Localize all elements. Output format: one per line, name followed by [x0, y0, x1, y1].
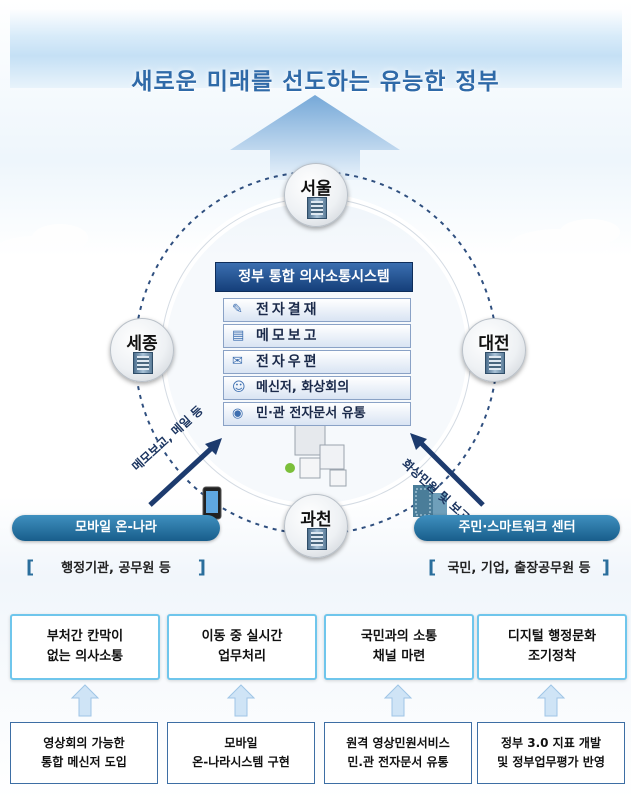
- cloud-right-icon: [510, 219, 620, 261]
- system-item-label: 민·관 전자문서 유통: [256, 406, 366, 421]
- city-node-daejeon[interactable]: 대전: [462, 318, 526, 382]
- system-item-label: 메모보고: [256, 328, 320, 344]
- channel-smartwork[interactable]: 주민·스마트워크 센터: [414, 515, 620, 541]
- system-item-label: 메신저, 화상회의: [256, 380, 350, 395]
- approval-icon: ✎: [232, 302, 243, 317]
- office-building-icon: [413, 485, 447, 517]
- system-title: 정부 통합 의사소통시스템: [215, 262, 413, 292]
- system-item-approval[interactable]: ✎ 전자결재: [223, 298, 411, 322]
- mail-icon: ✉: [232, 354, 243, 369]
- city-label-daejeon: 대전: [478, 334, 510, 354]
- system-item-document[interactable]: ◉ 민·관 전자문서 유통: [223, 402, 411, 426]
- system-item-messenger[interactable]: ☺ 메신저, 화상회의: [223, 376, 411, 400]
- building-icon: [133, 352, 153, 374]
- decor-layer: [0, 95, 620, 264]
- memo-icon: ▤: [232, 328, 245, 343]
- city-label-sejong: 세종: [126, 334, 158, 354]
- users-right: [ 국민, 기업, 출장공무원 등 ]: [424, 556, 614, 582]
- up-arrow-icon: [70, 684, 100, 717]
- building-icon: [307, 528, 327, 550]
- action-box: 원격 영상민원서비스 민.관 전자문서 유통: [324, 722, 472, 784]
- up-arrow-icon: [226, 684, 256, 717]
- page-title: 새로운 미래를 선도하는 유능한 정부: [131, 69, 500, 95]
- users-right-label: 국민, 기업, 출장공무원 등: [447, 561, 591, 576]
- cloud-left-icon: [0, 224, 88, 264]
- messenger-icon: ☺: [232, 380, 246, 395]
- outcome-box: 국민과의 소통 채널 마련: [324, 614, 474, 680]
- up-arrows-row: [70, 684, 566, 717]
- building-icon: [307, 197, 327, 219]
- bracket-open: [: [428, 557, 437, 578]
- action-box: 모바일 온-나라시스템 구현: [167, 722, 315, 784]
- up-arrow-icon: [230, 95, 400, 180]
- users-left: [ 행정기관, 공무원 등 ]: [22, 556, 210, 582]
- system-item-mail[interactable]: ✉ 전자우편: [223, 350, 411, 374]
- users-left-label: 행정기관, 공무원 등: [61, 561, 171, 576]
- arrow-right-diagonal: [416, 438, 485, 507]
- city-label-gwacheon: 과천: [300, 510, 332, 530]
- up-arrow-icon: [383, 684, 413, 717]
- bracket-close: ]: [197, 557, 206, 578]
- outcome-box: 이동 중 실시간 업무처리: [167, 614, 317, 680]
- document-icon: ◉: [232, 406, 244, 421]
- system-item-label: 전자결재: [256, 302, 320, 318]
- arrow-left-diagonal: [148, 443, 217, 507]
- city-node-seoul[interactable]: 서울: [284, 163, 348, 227]
- up-arrow-icon: [536, 684, 566, 717]
- city-node-sejong[interactable]: 세종: [110, 318, 174, 382]
- city-label-seoul: 서울: [300, 179, 332, 199]
- system-item-memo[interactable]: ▤ 메모보고: [223, 324, 411, 348]
- bracket-close: ]: [601, 557, 610, 578]
- action-box: 영상회의 가능한 통합 메신저 도입: [10, 722, 158, 784]
- banner-background: [10, 8, 622, 88]
- outcome-box: 디지털 행정문화 조기정착: [477, 614, 627, 680]
- action-box: 정부 3.0 지표 개발 및 정부업무평가 반영: [477, 722, 625, 784]
- cubes-icon: [285, 424, 347, 487]
- system-item-label: 전자우편: [256, 354, 320, 370]
- city-node-gwacheon[interactable]: 과천: [284, 494, 348, 558]
- bracket-open: [: [26, 557, 35, 578]
- building-icon: [485, 352, 505, 374]
- channel-mobile[interactable]: 모바일 온-나라: [12, 515, 220, 541]
- outcome-box: 부처간 칸막이 없는 의사소통: [10, 614, 160, 680]
